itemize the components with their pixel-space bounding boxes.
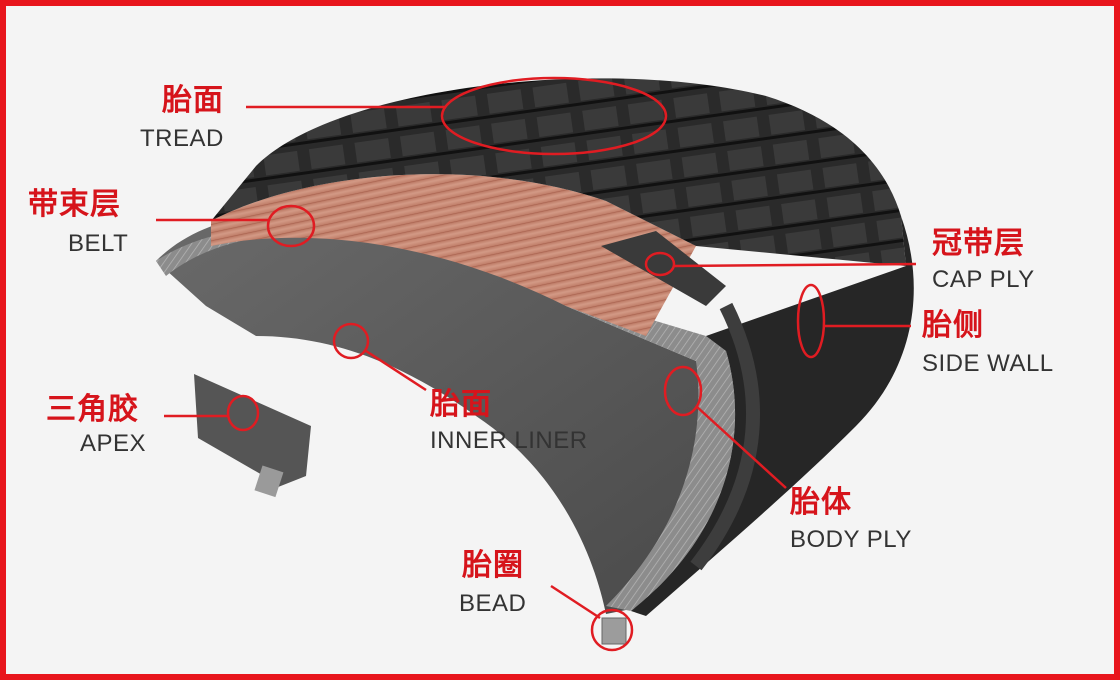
side-wall-ring <box>796 283 826 359</box>
bead-ring <box>590 608 634 652</box>
apex-label-zh: 三角胶 <box>46 392 139 427</box>
tread-ring <box>440 76 668 156</box>
tread-label-zh: 胎面 <box>162 83 224 118</box>
apex-label-en: APEX <box>80 430 147 457</box>
bead-leader <box>550 584 601 620</box>
body-ply-leader <box>695 405 787 489</box>
side-wall-edge <box>690 302 760 571</box>
inner-liner-ring <box>332 322 370 360</box>
left-bead-flange <box>194 374 311 491</box>
inner-liner-leader <box>365 349 427 392</box>
cap-ply-strip <box>601 231 726 306</box>
body-ply-label-en: BODY PLY <box>790 526 912 553</box>
bottom-bead-core <box>601 617 627 645</box>
belt-label-en: BELT <box>68 230 129 257</box>
left-bead-core <box>254 465 284 498</box>
body-ply-ring <box>663 365 703 417</box>
inner-liner-label-en: INNER LINER <box>430 427 588 454</box>
bead-label-en: BEAD <box>459 590 527 617</box>
tread-label-en: TREAD <box>140 125 224 152</box>
inner-liner-label-zh: 胎面 <box>430 387 492 422</box>
cap-ply-label-en: CAP PLY <box>932 266 1035 293</box>
side-wall <box>631 216 914 616</box>
tread-layer <box>211 78 906 267</box>
cap-ply-label-zh: 冠带层 <box>932 226 1025 261</box>
cap-ply-ring <box>644 251 676 277</box>
apex-ring <box>226 394 260 432</box>
bead-label-zh: 胎圈 <box>462 548 524 583</box>
body-ply-label-zh: 胎体 <box>790 485 852 520</box>
inner-liner-surface <box>156 213 704 614</box>
belt-ring <box>266 204 316 248</box>
side-wall-label-zh: 胎侧 <box>922 308 984 343</box>
cap-ply-leader <box>673 262 917 268</box>
side-wall-label-en: SIDE WALL <box>922 350 1054 377</box>
belt-label-zh: 带束层 <box>28 187 121 222</box>
belt-layer <box>211 174 696 336</box>
tire-cross-section-illustration <box>156 76 917 652</box>
